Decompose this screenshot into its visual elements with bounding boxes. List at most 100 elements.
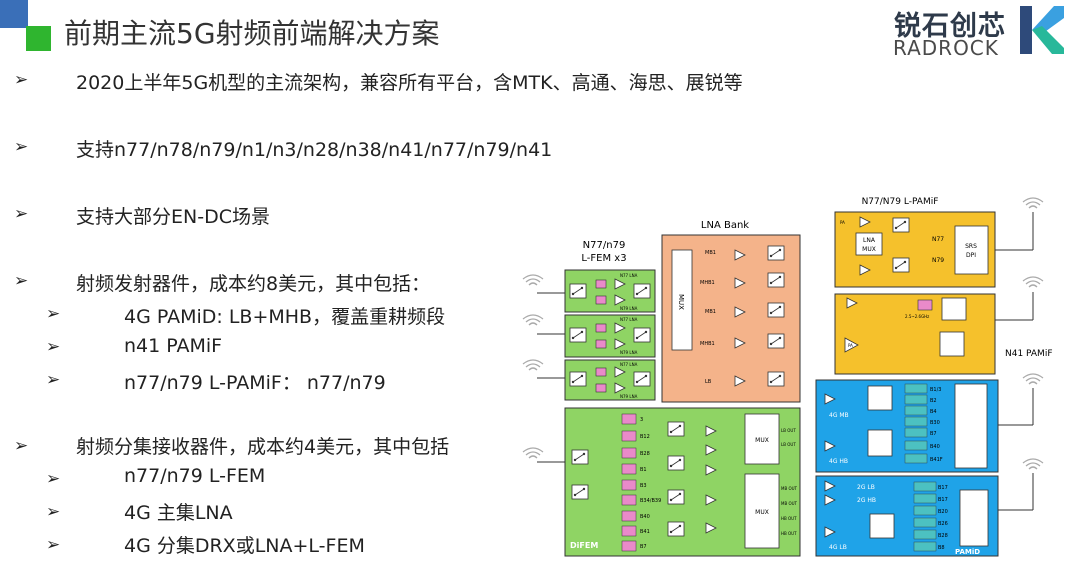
- pamid-2g-hb-label: 2G HB: [857, 497, 876, 504]
- lfem-lna-label: N79 LNA: [620, 306, 638, 311]
- bullet-arrow: ➢: [46, 337, 61, 357]
- bullet-lpamif: n77/n79 L-PAMiF： n77/n79: [124, 372, 386, 394]
- lfem-lna-label: N77 LNA: [620, 362, 638, 367]
- bullet-n41-pamif: n41 PAMiF: [124, 335, 223, 357]
- difem-module: 3 B12 B28 B1 B3 B34/B39 B40 B41 B7 MUX M…: [537, 407, 801, 557]
- difem-band-label: B28: [640, 451, 650, 457]
- n41-pa-label: PA: [848, 343, 853, 348]
- title-accent-blue-square: [0, 0, 28, 28]
- bullet-arrow: ➢: [14, 137, 29, 157]
- pamid-mhb-module: 4G MB 4G HB B1/3 B2 B4 B30 B7 B40 B41F: [815, 379, 1034, 473]
- lpamif-n79-label: N79: [932, 257, 944, 264]
- antenna-icon: [1022, 197, 1044, 209]
- bullet-arrow: ➢: [14, 70, 29, 90]
- lpamif-title: N77/N79 L-PAMiF: [862, 197, 939, 207]
- lfem-lna-label: N77 LNA: [620, 317, 638, 322]
- antenna-icon: [522, 274, 544, 286]
- lfem-lna-label: N79 LNA: [620, 394, 638, 399]
- pamid-band-label: B2: [930, 398, 937, 404]
- pamid-band-label: B4: [930, 409, 937, 415]
- bullet-arrow: ➢: [46, 469, 61, 489]
- difem-band-label: B34/B39: [640, 498, 661, 504]
- lpamif-srs-label: SRS: [965, 243, 977, 250]
- bullet-arrow: ➢: [14, 436, 29, 456]
- n41-pamif-module: 2.5~2.6GHz PA: [834, 292, 1034, 375]
- lna-band-label: MHB1: [700, 280, 715, 286]
- difem-output-label: LB OUT: [781, 442, 796, 447]
- pamid-band-label: B8: [938, 545, 945, 551]
- pamid-band-label: B40: [930, 444, 940, 450]
- bullet-arrow: ➢: [46, 502, 61, 522]
- pamid-4g-lb-label: 4G LB: [829, 544, 847, 551]
- lna-band-label: MB1: [705, 250, 716, 256]
- antenna-icon: [1022, 276, 1044, 288]
- pamid-band-label: B28: [938, 533, 948, 539]
- bullet-drx: 4G 分集DRX或LNA+L-FEM: [124, 535, 365, 557]
- pamid-2g-lb-label: 2G LB: [857, 484, 875, 491]
- antenna-icon: [522, 447, 544, 459]
- lpamif-srs-label: DPI: [966, 252, 976, 259]
- bullet-tx-devices: 射频发射器件，成本约8美元，其中包括：: [76, 273, 431, 295]
- difem-band-label: B1: [640, 467, 647, 473]
- pamid-band-label: B7: [930, 431, 937, 437]
- lpamif-n77-label: N77: [932, 236, 944, 243]
- lna-bank-module: MUX MB1 MHB1 MB1 MHB1 LB: [661, 234, 801, 403]
- pamid-band-label: B41F: [930, 457, 943, 463]
- pamid-lb-module: 2G LB 2G HB 4G LB B17 B17 B20 B26 B28 B8…: [815, 473, 1034, 557]
- lna-band-label: MHB1: [700, 341, 715, 347]
- difem-output-label: HB OUT: [781, 531, 797, 536]
- pamid-band-label: B26: [938, 521, 948, 527]
- lna-bank-title: LNA Bank: [701, 220, 749, 231]
- lfem-title-line1: N77/n79: [583, 240, 626, 251]
- lna-band-label: MB1: [705, 309, 716, 315]
- n41-pamif-label: N41 PAMiF: [1005, 349, 1053, 359]
- difem-output-label: MB OUT: [781, 501, 798, 506]
- difem-output-label: LB OUT: [781, 428, 796, 433]
- bullet-arrow: ➢: [46, 370, 61, 390]
- pamid-band-label: B17: [938, 497, 948, 503]
- lna-band-label: LB: [705, 379, 712, 385]
- lpamif-lna-mux-label: LNA: [863, 237, 876, 244]
- antenna-icon: [522, 314, 544, 326]
- lfem-module: N77 LNA N79 LNA: [537, 269, 656, 313]
- difem-band-label: B40: [640, 514, 650, 520]
- bullet-pamid: 4G PAMiD: LB+MHB，覆盖重耕频段: [124, 306, 446, 328]
- logo-chinese-name: 锐石创芯: [894, 11, 1006, 42]
- pamid-band-label: B30: [930, 420, 940, 426]
- difem-band-label: B3: [640, 483, 647, 489]
- pamid-band-label: B20: [938, 509, 948, 515]
- lpamif-lna-mux-label: MUX: [862, 246, 876, 253]
- pamid-mb-label: 4G MB: [829, 412, 849, 419]
- bullet-architecture: 2020上半年5G机型的主流架构，兼容所有平台，含MTK、高通、海思、展锐等: [76, 72, 743, 94]
- difem-band-label: B41: [640, 529, 650, 535]
- difem-mux-label: MUX: [755, 437, 769, 444]
- difem-band-label: 3: [640, 417, 643, 423]
- pamid-band-label: B17: [938, 485, 948, 491]
- bullet-bands: 支持n77/n78/n79/n1/n3/n28/n38/n41/n77/n79/…: [76, 139, 553, 161]
- lfem-title-line2: L-FEM x3: [581, 253, 626, 264]
- antenna-icon: [1022, 373, 1044, 385]
- pamid-hb-label: 4G HB: [829, 458, 848, 465]
- difem-output-label: HB OUT: [781, 516, 797, 521]
- difem-mux-label: MUX: [755, 509, 769, 516]
- bullet-arrow: ➢: [14, 271, 29, 291]
- bullet-lfem: n77/n79 L-FEM: [124, 465, 266, 487]
- lpamif-module: LNA MUX PA N77 N79 SRS DPI: [834, 211, 1034, 288]
- lfem-lna-label: N79 LNA: [620, 350, 638, 355]
- bullet-rx-devices: 射频分集接收器件，成本约4美元，其中包括: [76, 436, 450, 458]
- lfem-module: N77 LNA N79 LNA: [537, 359, 656, 401]
- lpamif-pa-label: PA: [840, 220, 845, 225]
- slide-title: 前期主流5G射频前端解决方案: [64, 17, 440, 50]
- pamid-label: PAMiD: [955, 548, 980, 556]
- rf-frontend-block-diagram: N77/n79 L-FEM x3 N77 LNA N79 LNA N77 LNA…: [522, 197, 1053, 557]
- antenna-icon: [1022, 458, 1044, 470]
- difem-output-label: MB OUT: [781, 486, 798, 491]
- bullet-endc: 支持大部分EN-DC场景: [76, 206, 270, 228]
- logo-mark-icon: [1020, 6, 1064, 54]
- bullet-arrow: ➢: [46, 304, 61, 324]
- company-logo: 锐石创芯 RADROCK: [890, 4, 1070, 60]
- difem-band-label: B7: [640, 544, 647, 550]
- bullet-arrow: ➢: [14, 204, 29, 224]
- difem-label: DiFEM: [570, 541, 598, 550]
- difem-band-label: B12: [640, 434, 650, 440]
